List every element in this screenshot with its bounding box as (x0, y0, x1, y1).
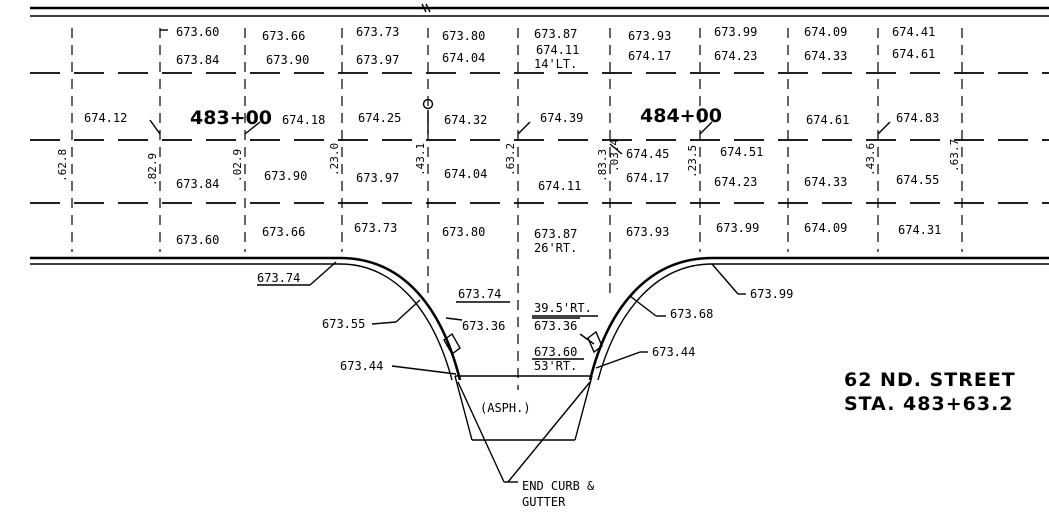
note-line-1: END CURB & (522, 479, 595, 493)
vert-label: .43.1 (414, 143, 427, 176)
elev-label: 673.90 (264, 169, 307, 183)
elev-label: 674.18 (282, 113, 325, 127)
offset-label: 53'RT. (534, 359, 577, 373)
elev-label: 674.83 (896, 111, 939, 125)
elev-label: 674.11 (538, 179, 581, 193)
elev-label: 674.09 (804, 25, 847, 39)
vert-label: .62.8 (56, 149, 69, 182)
elev-label: 674.55 (896, 173, 939, 187)
elev-label: 673.60 (176, 233, 219, 247)
elev-label: 674.61 (892, 47, 935, 61)
leader-ticks (149, 29, 891, 155)
asphalt-section: (ASPH.) (454, 375, 593, 441)
elevation-row-top: 673.60 673.66 673.73 673.80 673.87 673.9… (176, 25, 935, 43)
elev-label: 673.73 (356, 25, 399, 39)
vert-label: .02.9 (231, 149, 244, 182)
elev-label: 674.45 (626, 147, 669, 161)
elev-label: 673.68 (670, 307, 713, 321)
elev-label: 673.93 (626, 225, 669, 239)
elev-label: 673.36 (462, 319, 505, 333)
elev-label: 673.97 (356, 171, 399, 185)
vert-label: .63.2 (504, 143, 517, 176)
elev-label: 674.51 (720, 145, 763, 159)
elev-label: 673.99 (714, 25, 757, 39)
station-label: 484+00 (640, 105, 722, 127)
elev-label: 674.11 (536, 43, 579, 57)
curb-line (30, 256, 1049, 265)
elev-label: 673.60 (176, 25, 219, 39)
elev-label: 673.84 (176, 177, 219, 191)
elev-label: 673.80 (442, 29, 485, 43)
elev-label: 674.61 (806, 113, 849, 127)
elev-label: 673.99 (716, 221, 759, 235)
offset-label: 26'RT. (534, 241, 577, 255)
elev-label: 674.33 (804, 175, 847, 189)
intersection-labels: 673.74 673.99 673.55 673.68 673.74 39.5'… (257, 261, 793, 509)
street-title: 62 ND. STREET STA. 483+63.2 (844, 369, 1016, 415)
station-label: 483+00 (190, 107, 272, 129)
elev-label: 673.87 (534, 227, 577, 241)
vert-label: .83.3 (596, 149, 609, 182)
elev-label: 673.93 (628, 29, 671, 43)
vert-label: .82.9 (146, 153, 159, 186)
elev-label: 674.32 (444, 113, 487, 127)
vert-label: .43.6 (864, 143, 877, 176)
elevation-row-2: 673.84 673.90 673.97 674.04 674.11 14'LT… (176, 43, 935, 71)
pavement-label: (ASPH.) (480, 401, 531, 415)
elev-label: 674.39 (540, 111, 583, 125)
elev-label: 673.55 (322, 317, 365, 331)
elev-label: 673.80 (442, 225, 485, 239)
elev-label: 673.74 (458, 287, 501, 301)
elev-label: 674.17 (628, 49, 671, 63)
elevation-row-bottom: 673.60 673.66 673.73 673.80 673.87 26'RT… (176, 221, 941, 255)
offset-label: 39.5'RT. (534, 301, 592, 315)
vert-label: .63.7 (948, 139, 961, 172)
street-name: 62 ND. STREET (844, 369, 1016, 391)
elev-label: 673.74 (257, 271, 300, 285)
vert-label: .23.5 (686, 145, 699, 178)
elev-label: 673.87 (534, 27, 577, 41)
elev-label: 673.60 (534, 345, 577, 359)
elev-label: 674.31 (898, 223, 941, 237)
vert-label: .03.4 (608, 139, 621, 172)
elev-label: 674.25 (358, 111, 401, 125)
elev-label: 673.99 (750, 287, 793, 301)
curb-returns (339, 256, 713, 381)
offset-label: 14'LT. (534, 57, 577, 71)
elev-label: 674.12 (84, 111, 127, 125)
elev-label: 673.66 (262, 29, 305, 43)
elev-label: 674.33 (804, 49, 847, 63)
elev-label: 674.41 (892, 25, 935, 39)
elev-label: 674.23 (714, 49, 757, 63)
elev-label: 674.09 (804, 221, 847, 235)
elev-label: 674.23 (714, 175, 757, 189)
elev-label: 673.66 (262, 225, 305, 239)
elev-label: 673.44 (340, 359, 383, 373)
elev-label: 673.44 (652, 345, 695, 359)
elev-label: 673.84 (176, 53, 219, 67)
elev-label: 674.17 (626, 171, 669, 185)
elev-label: 674.04 (442, 51, 485, 65)
vertical-offset-labels: .62.8 .82.9 .02.9 .23.0 .43.1 .63.2 .83.… (56, 139, 961, 186)
station-marker-icon (422, 98, 434, 110)
elev-label: 673.90 (266, 53, 309, 67)
elevation-row-3: 674.12 483+00 674.18 674.25 674.32 674.3… (84, 105, 939, 161)
elev-label: 673.36 (534, 319, 577, 333)
station-value: STA. 483+63.2 (844, 393, 1014, 415)
vert-label: .23.0 (328, 143, 341, 176)
note-line-2: GUTTER (522, 495, 566, 509)
top-border (30, 3, 1049, 17)
section-lines (71, 28, 963, 390)
elev-label: 673.73 (354, 221, 397, 235)
elev-label: 673.97 (356, 53, 399, 67)
elev-label: 674.04 (444, 167, 487, 181)
elevation-row-4: 673.84 673.90 673.97 674.04 674.11 674.1… (176, 167, 939, 193)
grid-dashed-lines (30, 72, 1049, 204)
